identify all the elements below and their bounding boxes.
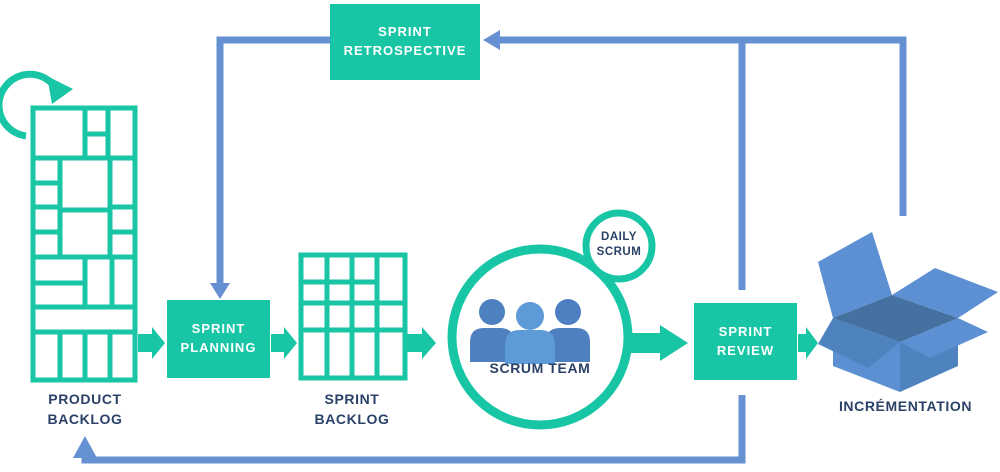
box-back-right-flap [892, 268, 998, 318]
connector-review-to-product-backlog [73, 395, 746, 464]
scrum-team-label: SCRUM TEAM [489, 360, 591, 376]
person-right-icon [546, 299, 590, 362]
sprint-retrospective-label-line2: RETROSPECTIVE [343, 43, 467, 58]
open-box-icon [818, 232, 998, 392]
daily-scrum-label: DAILY SCRUM [596, 231, 642, 258]
loop-arrow-icon [0, 70, 73, 140]
sprint-backlog-label: SPRINT BACKLOG [314, 391, 390, 427]
sprint-planning-label-line1: SPRINT [191, 321, 246, 337]
team-icon [470, 299, 590, 364]
person-middle-icon [505, 302, 555, 364]
flow-arrow-sprint-backlog-to-team [405, 327, 436, 359]
product-backlog-label: PRODUCT BACKLOG [47, 391, 123, 427]
flow-arrow-backlog-to-planning [138, 327, 165, 359]
daily-scrum-circle-icon [582, 209, 656, 283]
sprint-planning-box: SPRINT PLANNING [167, 300, 270, 378]
flow-arrow-review-to-increment [798, 327, 818, 359]
product-backlog-grid-icon [30, 105, 138, 383]
flow-arrow-team-to-review [616, 325, 688, 361]
box-front-right-flap [900, 318, 988, 358]
box-opening [833, 295, 958, 342]
sprint-review-label-line2: REVIEW [716, 342, 775, 358]
box-back-left-flap [818, 232, 892, 318]
flow-arrow-planning-to-sprint-backlog [271, 327, 297, 359]
sprint-planning-label-line2: PLANNING [180, 340, 257, 355]
sprint-retrospective-box: SPRINT RETROSPECTIVE [330, 4, 480, 80]
arrowhead-up-icon [73, 436, 97, 458]
sprint-backlog-grid-icon [298, 252, 408, 381]
person-left-icon [470, 299, 514, 362]
sprint-retrospective-label-line1: SPRINT [378, 24, 432, 40]
connector-review-to-retrospective [483, 30, 907, 290]
sprint-review-box: SPRINT REVIEW [694, 303, 797, 380]
box-front-left-flap [818, 318, 900, 368]
arrowhead-left-icon [483, 30, 500, 50]
connector-retrospective-to-planning [210, 36, 330, 299]
incrementation-label: INCRÉMENTATION [838, 398, 973, 414]
arrowhead-down-icon [210, 283, 230, 299]
sprint-review-label-line1: SPRINT [718, 323, 773, 339]
